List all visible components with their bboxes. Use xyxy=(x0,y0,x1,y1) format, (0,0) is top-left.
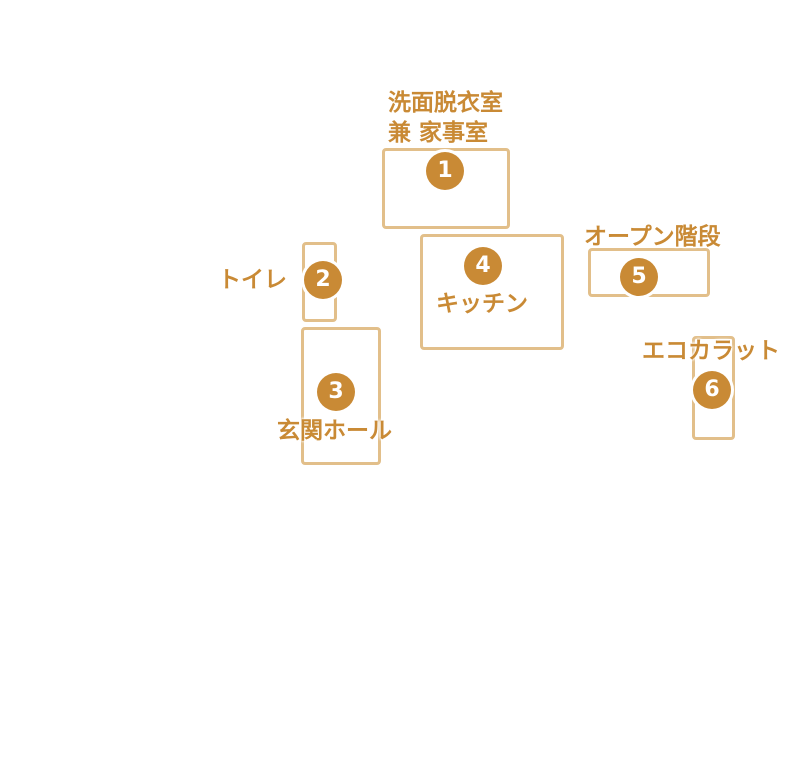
area-5-outline[interactable] xyxy=(588,248,710,297)
area-6-label: エコカラット xyxy=(642,336,780,366)
area-1-label: 洗面脱衣室 兼 家事室 xyxy=(388,88,503,148)
area-1-label-line-2: 兼 家事室 xyxy=(388,120,489,146)
area-6-label-line-1: エコカラット xyxy=(642,338,780,364)
area-1-outline[interactable] xyxy=(382,148,510,229)
area-4-number-badge: 4 xyxy=(464,247,502,285)
area-4-label-line-1: キッチン xyxy=(436,291,528,317)
area-2-label: トイレ xyxy=(218,265,287,295)
area-2-number-badge: 2 xyxy=(304,261,342,299)
area-2-label-line-1: トイレ xyxy=(218,267,287,293)
area-4-label: キッチン xyxy=(436,289,528,319)
area-3-label-line-1: 玄関ホール xyxy=(277,418,392,444)
area-3-outline[interactable] xyxy=(301,327,381,465)
area-6-number-badge: 6 xyxy=(693,371,731,409)
area-5-label-line-1: オープン階段 xyxy=(584,224,721,250)
area-3-number-badge: 3 xyxy=(317,373,355,411)
area-3-label: 玄関ホール xyxy=(277,416,392,446)
area-5-label: オープン階段 xyxy=(584,222,721,252)
area-1-number-badge: 1 xyxy=(426,152,464,190)
area-5-number-badge: 5 xyxy=(620,258,658,296)
area-4-outline[interactable] xyxy=(420,234,564,350)
area-1-label-line-1: 洗面脱衣室 xyxy=(388,90,503,116)
